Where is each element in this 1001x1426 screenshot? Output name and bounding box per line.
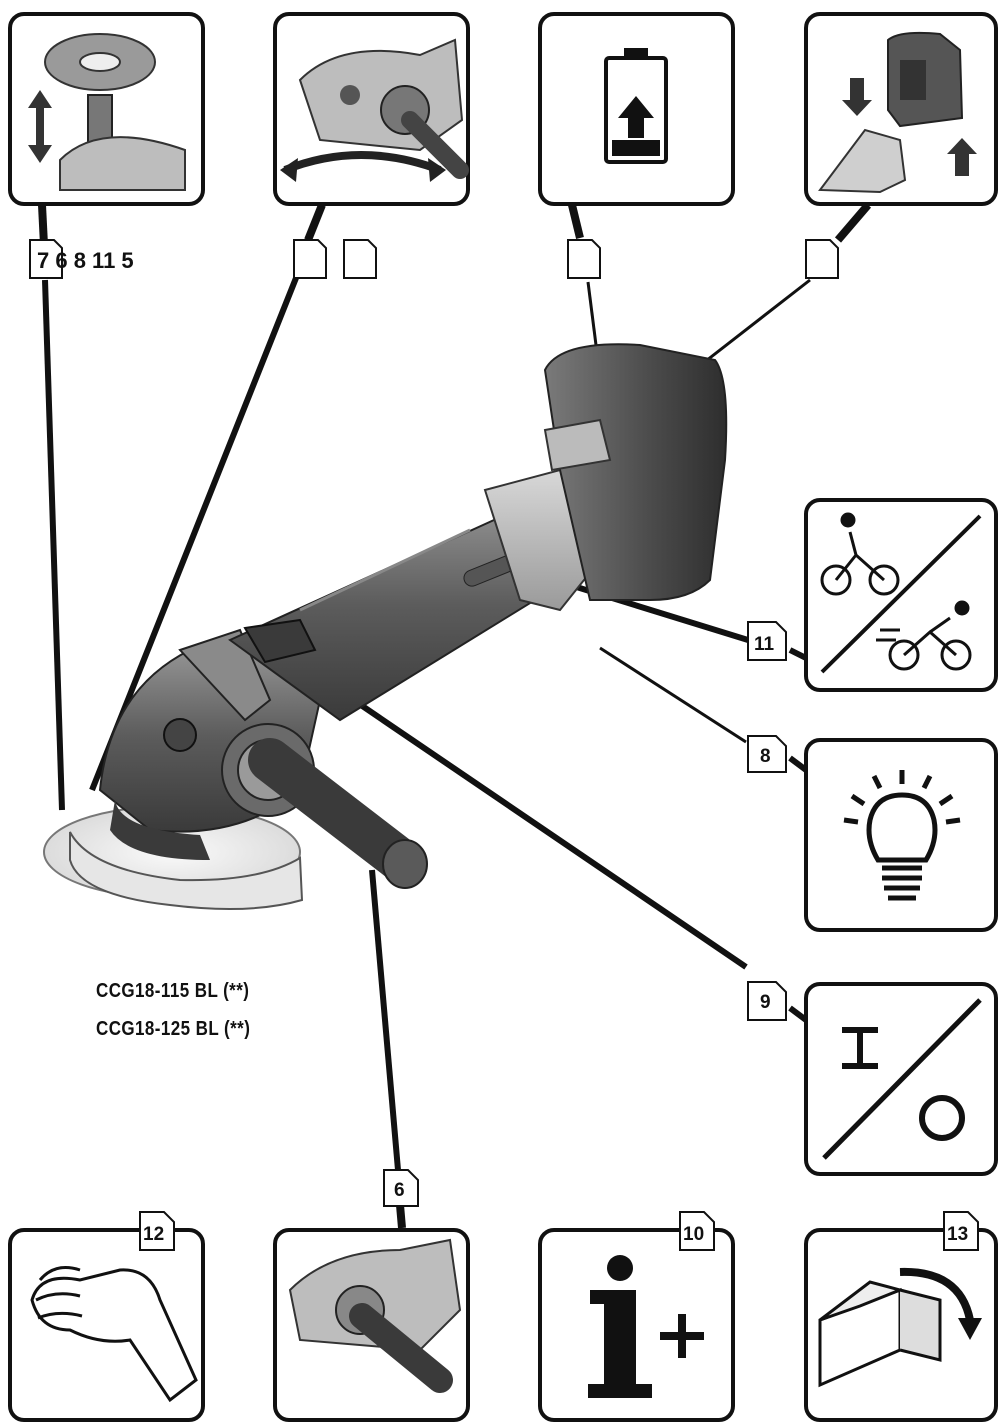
svg-text:11: 11	[754, 634, 775, 655]
hand-icon	[30, 1268, 198, 1403]
side-handle	[248, 738, 422, 882]
panel-speed	[804, 498, 998, 692]
battery-pack	[543, 343, 728, 601]
model-name-line-1: CCG18-115 BL (**)	[96, 980, 250, 1002]
spindle-lock-button	[163, 718, 197, 752]
leader-lines	[38, 202, 872, 1229]
off-symbol-icon	[919, 1095, 965, 1141]
badge-9: 9	[747, 981, 787, 1021]
panel-side-handle	[273, 1228, 470, 1422]
page-ref-numbers: 7 6 8 11 5	[37, 248, 134, 273]
page-ref-battery	[805, 239, 839, 279]
panel-guard-rotation	[273, 12, 470, 206]
svg-text:9: 9	[760, 992, 771, 1013]
page-ref-main: 7 6 8 11 5	[29, 239, 134, 279]
panel-battery-insert	[804, 12, 998, 206]
page-ref-guard	[293, 239, 377, 279]
svg-text:8: 8	[760, 746, 771, 767]
open-arrow-icon	[899, 1267, 974, 1321]
model-name-line-2: CCG18-125 BL (**)	[96, 1018, 251, 1040]
slow-cyclist-icon	[820, 512, 900, 596]
badge-11: 11	[747, 621, 787, 661]
badge-8: 8	[747, 735, 787, 773]
on-symbol-icon	[842, 1027, 878, 1069]
light-bulb-icon	[843, 770, 961, 901]
info-icon	[607, 1255, 633, 1281]
panel-packaging: 13	[804, 1211, 998, 1422]
panel-battery-charge	[538, 12, 735, 206]
rotate-arrow-icon	[283, 151, 442, 174]
svg-text:13: 13	[947, 1224, 968, 1245]
panel-light	[804, 738, 998, 932]
svg-text:12: 12	[143, 1224, 164, 1245]
svg-text:10: 10	[683, 1224, 704, 1245]
arrow-down-icon	[842, 78, 872, 116]
angle-grinder-illustration	[43, 343, 728, 910]
badge-6: 6	[383, 1169, 419, 1207]
wheel-guard	[69, 831, 304, 910]
panel-on-off	[804, 982, 998, 1176]
panel-disc-mounting	[8, 12, 205, 206]
arrow-up-icon	[947, 138, 977, 176]
panel-hand-protection: 12	[8, 1211, 205, 1422]
page-ref-charge	[567, 239, 601, 279]
power-switch	[243, 618, 317, 664]
fast-cyclist-icon	[876, 600, 972, 671]
battery-charge-icon	[618, 96, 654, 138]
side-handle-icon	[349, 1303, 453, 1393]
svg-text:6: 6	[394, 1180, 405, 1201]
panel-info: 10	[538, 1211, 735, 1422]
up-down-arrow-icon	[28, 90, 52, 163]
